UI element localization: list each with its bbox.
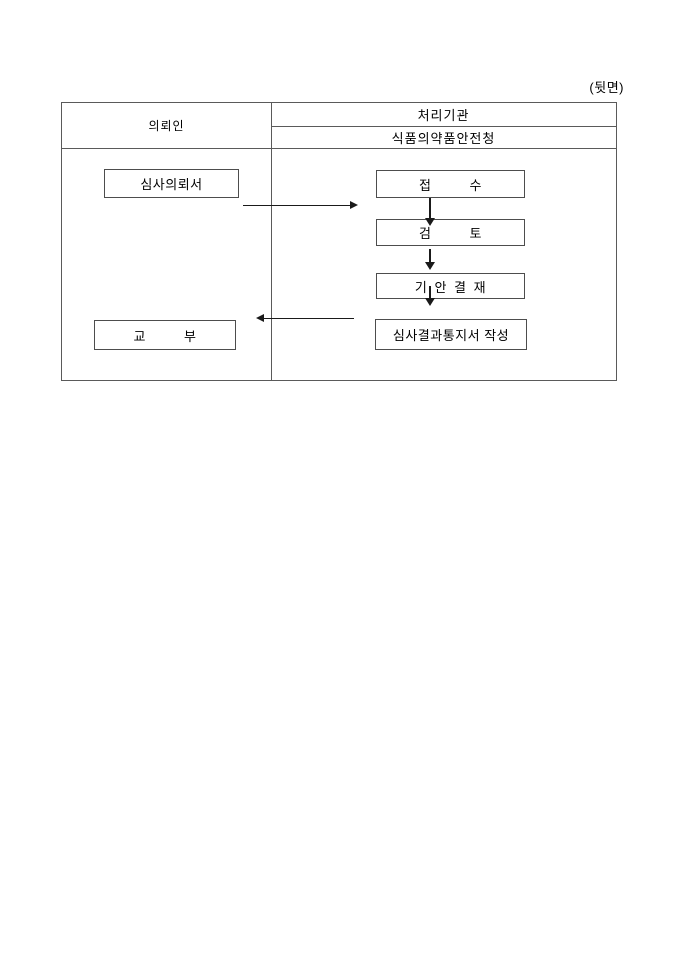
flow-box-draft-approval: 기 안 결 재 (376, 273, 525, 299)
arrow-right-head-icon (350, 201, 358, 209)
arrow-line (429, 249, 431, 262)
flow-box-review: 검 토 (376, 219, 525, 246)
flow-box-notice-preparation: 심사결과통지서 작성 (375, 319, 527, 350)
agency-header-divider-line (271, 126, 616, 127)
table-vertical-divider (271, 103, 272, 380)
arrow-line (243, 205, 350, 206)
agency-column-header: 처리기관 (417, 108, 470, 123)
header-bottom-line (62, 148, 616, 149)
arrow-line (264, 318, 354, 319)
client-column-header: 의뢰인 (148, 119, 185, 133)
arrow-left-head-icon (256, 314, 264, 322)
back-side-label: (뒷면) (589, 80, 624, 95)
arrow-down-head-icon (425, 298, 435, 306)
arrow-line (429, 286, 431, 298)
agency-subheader: 식품의약품안전청 (391, 130, 496, 146)
arrow-line (429, 198, 431, 218)
arrow-down-head-icon (425, 218, 435, 226)
swimlane-table: 의뢰인 처리기관 식품의약품안전청 심사의뢰서 교 부 접 수 검 토 기 안 … (61, 102, 617, 381)
flow-box-receipt: 접 수 (376, 170, 525, 198)
flow-box-review-request: 심사의뢰서 (104, 169, 239, 198)
arrow-down-head-icon (425, 262, 435, 270)
flow-box-issuance: 교 부 (94, 320, 236, 350)
